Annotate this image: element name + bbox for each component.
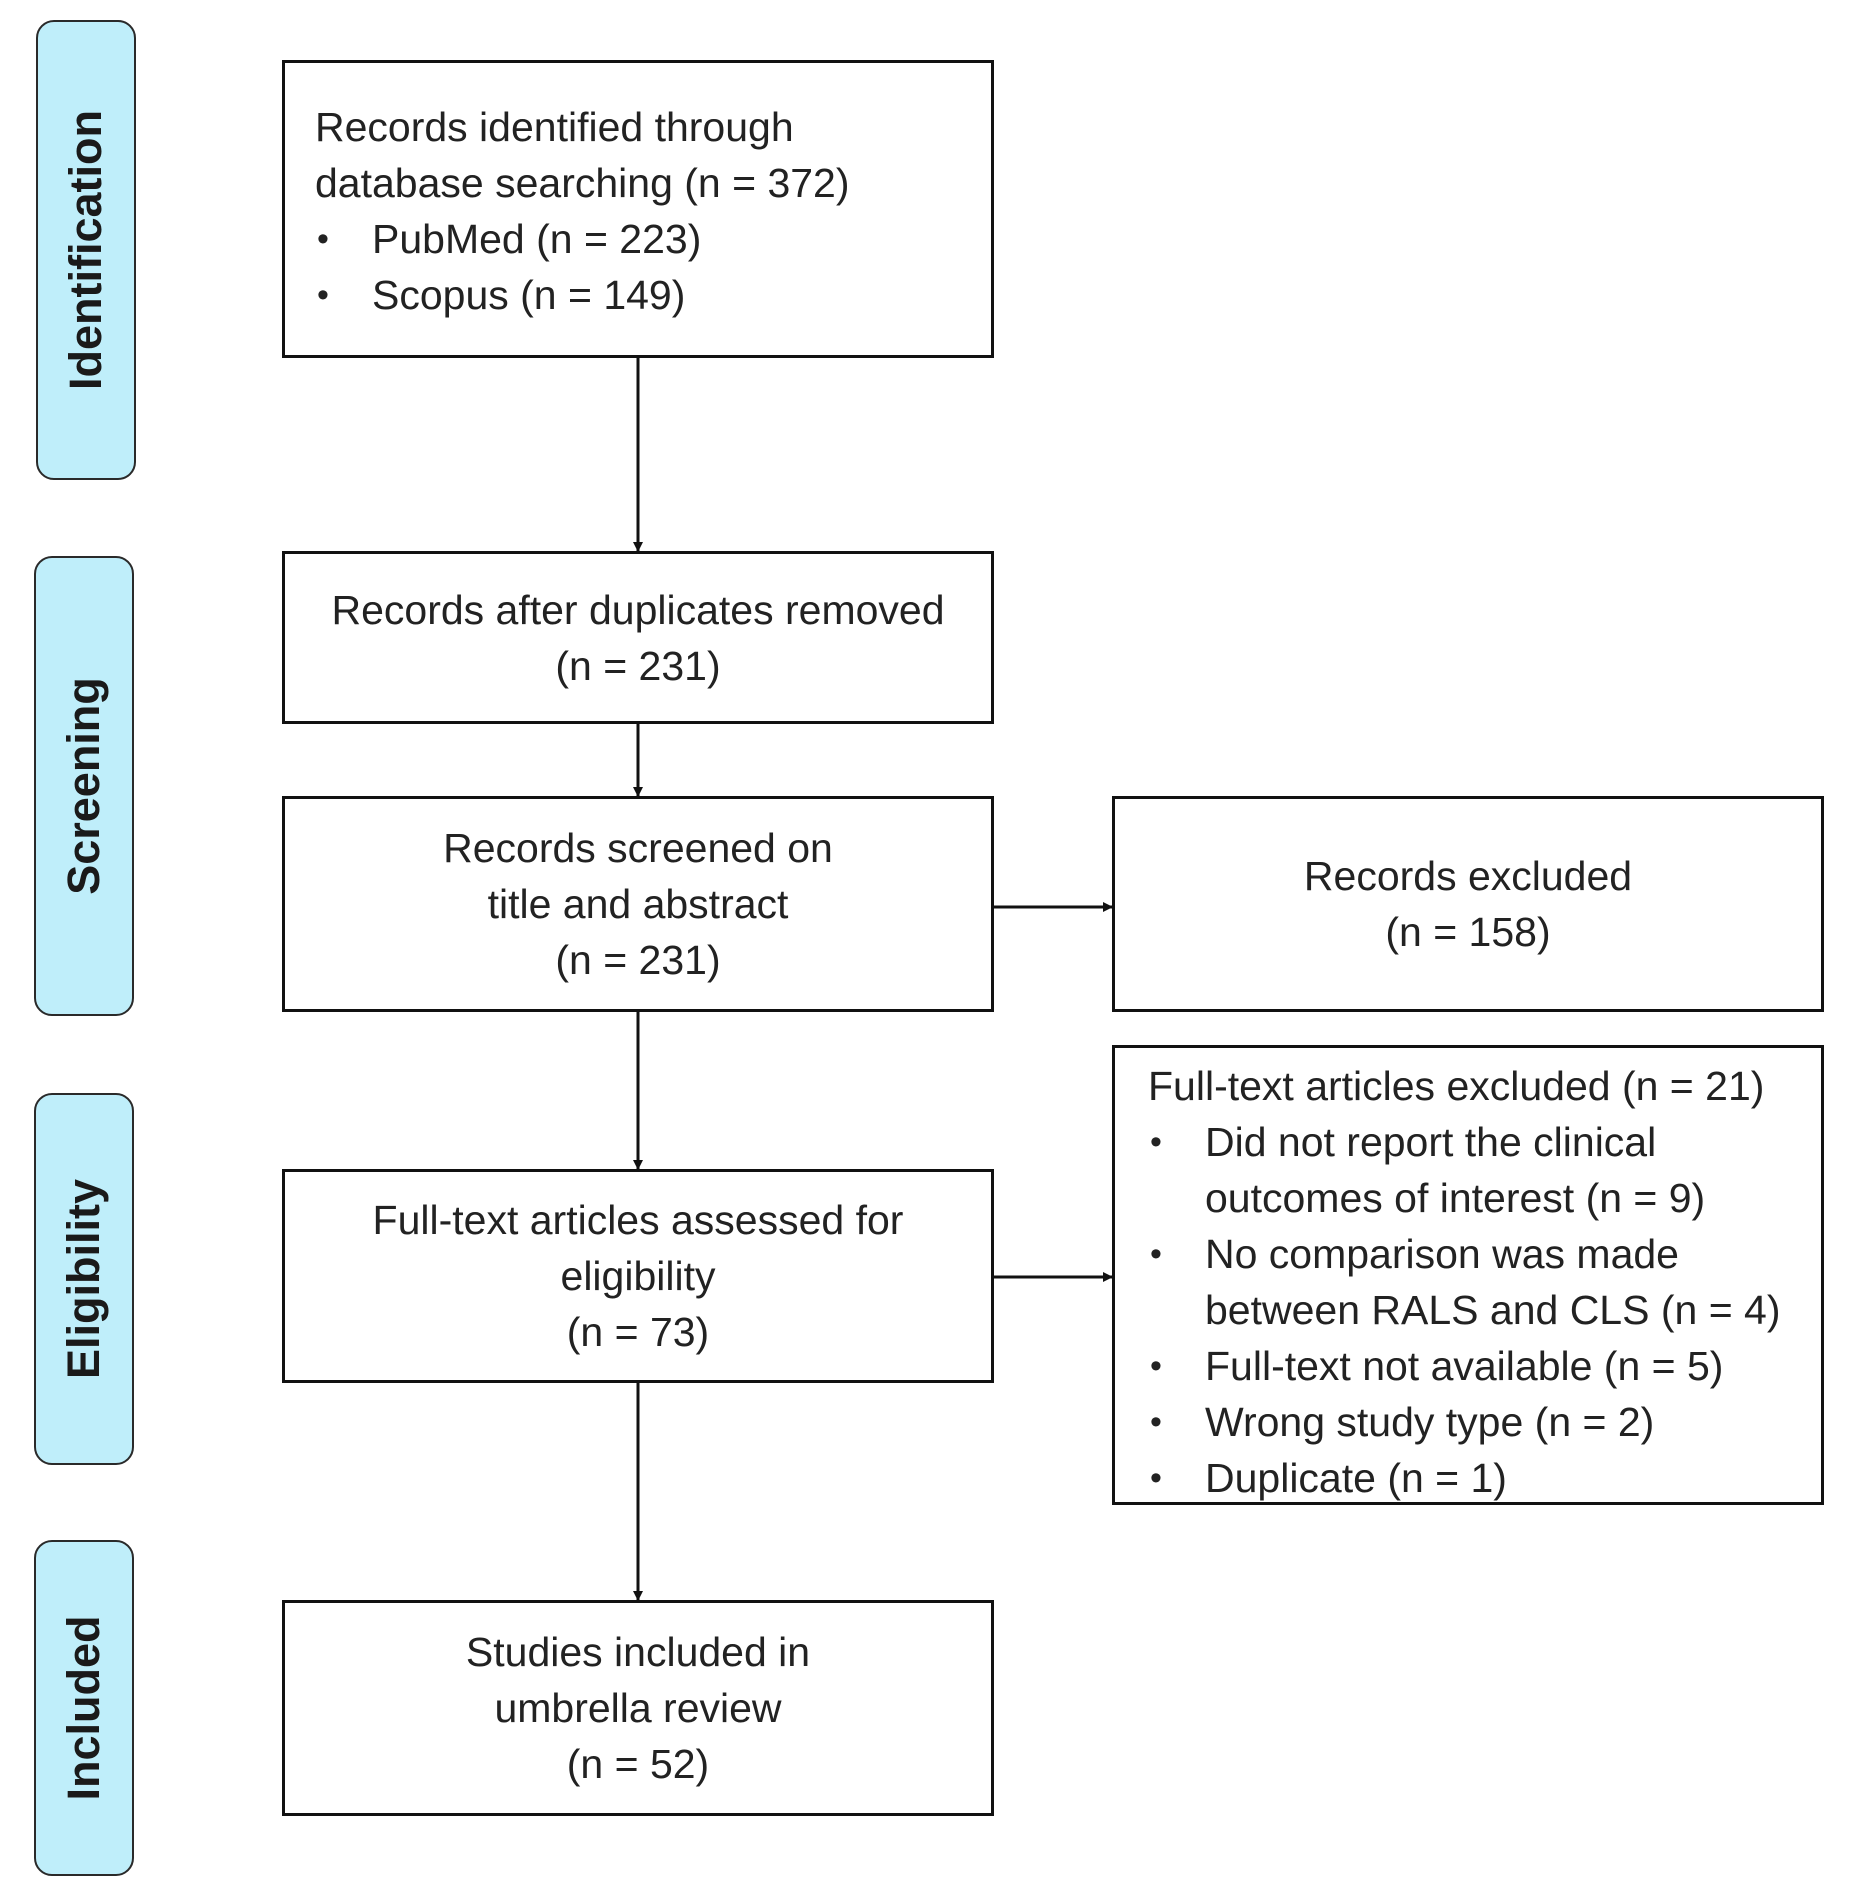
included-line-2: umbrella review: [494, 1685, 782, 1731]
included-line-1: Studies included in: [465, 1629, 811, 1675]
box-duplicates-removed: Records after duplicates removed (n = 23…: [282, 551, 994, 724]
included-line-3: (n = 52): [566, 1741, 710, 1787]
excluded-line-2: (n = 158): [1385, 909, 1551, 955]
reason-duplicate-line-1: Duplicate (n = 1): [1205, 1455, 1507, 1501]
reason-fulltext-unavailable-line-1: Full-text not available (n = 5): [1205, 1343, 1724, 1389]
reason-no-comparison: No comparison was made between RALS and …: [1148, 1226, 1821, 1338]
reason-duplicate: Duplicate (n = 1): [1148, 1450, 1821, 1506]
assessed-line-3: (n = 73): [566, 1309, 710, 1355]
reason-no-clinical-outcomes-line-1: Did not report the clinical: [1205, 1119, 1657, 1165]
box-fulltext-excluded: Full-text articles excluded (n = 21) Did…: [1112, 1045, 1824, 1506]
reason-no-clinical-outcomes-line-2: outcomes of interest (n = 9): [1205, 1175, 1706, 1221]
reason-no-clinical-outcomes: Did not report the clinical outcomes of …: [1148, 1114, 1821, 1226]
box-records-screened: Records screened on title and abstract (…: [282, 796, 994, 1012]
stage-identification: Identification: [36, 20, 136, 480]
reason-no-comparison-line-1: No comparison was made: [1205, 1231, 1679, 1277]
screened-line-3: (n = 231): [555, 937, 721, 983]
reason-wrong-study-type: Wrong study type (n = 2): [1148, 1394, 1821, 1450]
duplicates-line-2: (n = 231): [555, 642, 721, 689]
fulltext-excluded-title: Full-text articles excluded (n = 21): [1148, 1063, 1765, 1109]
excluded-line-1: Records excluded: [1303, 853, 1633, 899]
stage-eligibility: Eligibility: [34, 1093, 134, 1465]
box-records-excluded: Records excluded (n = 158): [1112, 796, 1824, 1012]
source-pubmed: PubMed (n = 223): [315, 211, 961, 267]
reason-fulltext-unavailable: Full-text not available (n = 5): [1148, 1338, 1821, 1394]
identified-sources-list: PubMed (n = 223) Scopus (n = 149): [315, 211, 961, 323]
assessed-line-2: eligibility: [560, 1253, 716, 1299]
reason-wrong-study-type-line-1: Wrong study type (n = 2): [1205, 1399, 1655, 1445]
screened-line-2: title and abstract: [487, 881, 789, 927]
assessed-line-1: Full-text articles assessed for: [372, 1197, 904, 1243]
reason-no-comparison-line-2: between RALS and CLS (n = 4): [1205, 1287, 1781, 1333]
identified-line-1: Records identified through: [315, 104, 794, 150]
stage-screening: Screening: [34, 556, 134, 1016]
exclusion-reasons-list: Did not report the clinical outcomes of …: [1148, 1114, 1821, 1506]
box-fulltext-assessed: Full-text articles assessed for eligibil…: [282, 1169, 994, 1383]
identified-line-2: database searching (n = 372): [315, 160, 850, 206]
box-studies-included: Studies included in umbrella review (n =…: [282, 1600, 994, 1816]
screened-line-1: Records screened on: [443, 825, 833, 871]
box-records-identified: Records identified through database sear…: [282, 60, 994, 358]
duplicates-line-1: Records after duplicates removed: [331, 586, 945, 633]
stage-included: Included: [34, 1540, 134, 1876]
source-scopus: Scopus (n = 149): [315, 267, 961, 323]
